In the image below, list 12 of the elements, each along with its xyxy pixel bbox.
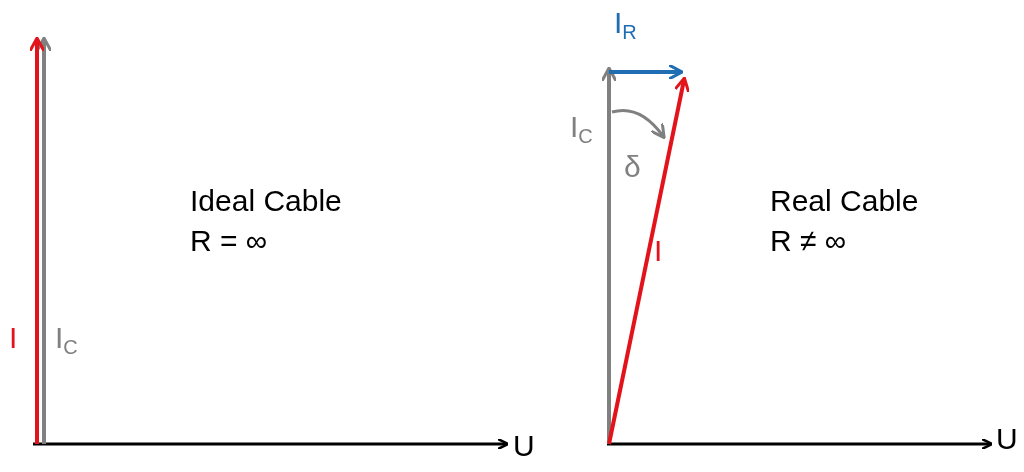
axis-label: U	[996, 424, 1018, 454]
axis-label: U	[513, 431, 535, 461]
vector-label: I$_{C}$	[570, 112, 593, 146]
caption-text: Real Cable	[770, 186, 919, 216]
vector-label: I$_{R}$	[614, 8, 637, 42]
caption-text: Ideal Cable	[190, 186, 342, 216]
vector-label: I$_{C}$	[55, 323, 78, 357]
angle-label: δ	[624, 152, 641, 182]
vector-label: I	[654, 236, 663, 266]
formula-text: R = ∞	[190, 226, 268, 256]
vector-label: I	[9, 323, 18, 353]
formula-text: R ≠ ∞	[770, 226, 847, 256]
